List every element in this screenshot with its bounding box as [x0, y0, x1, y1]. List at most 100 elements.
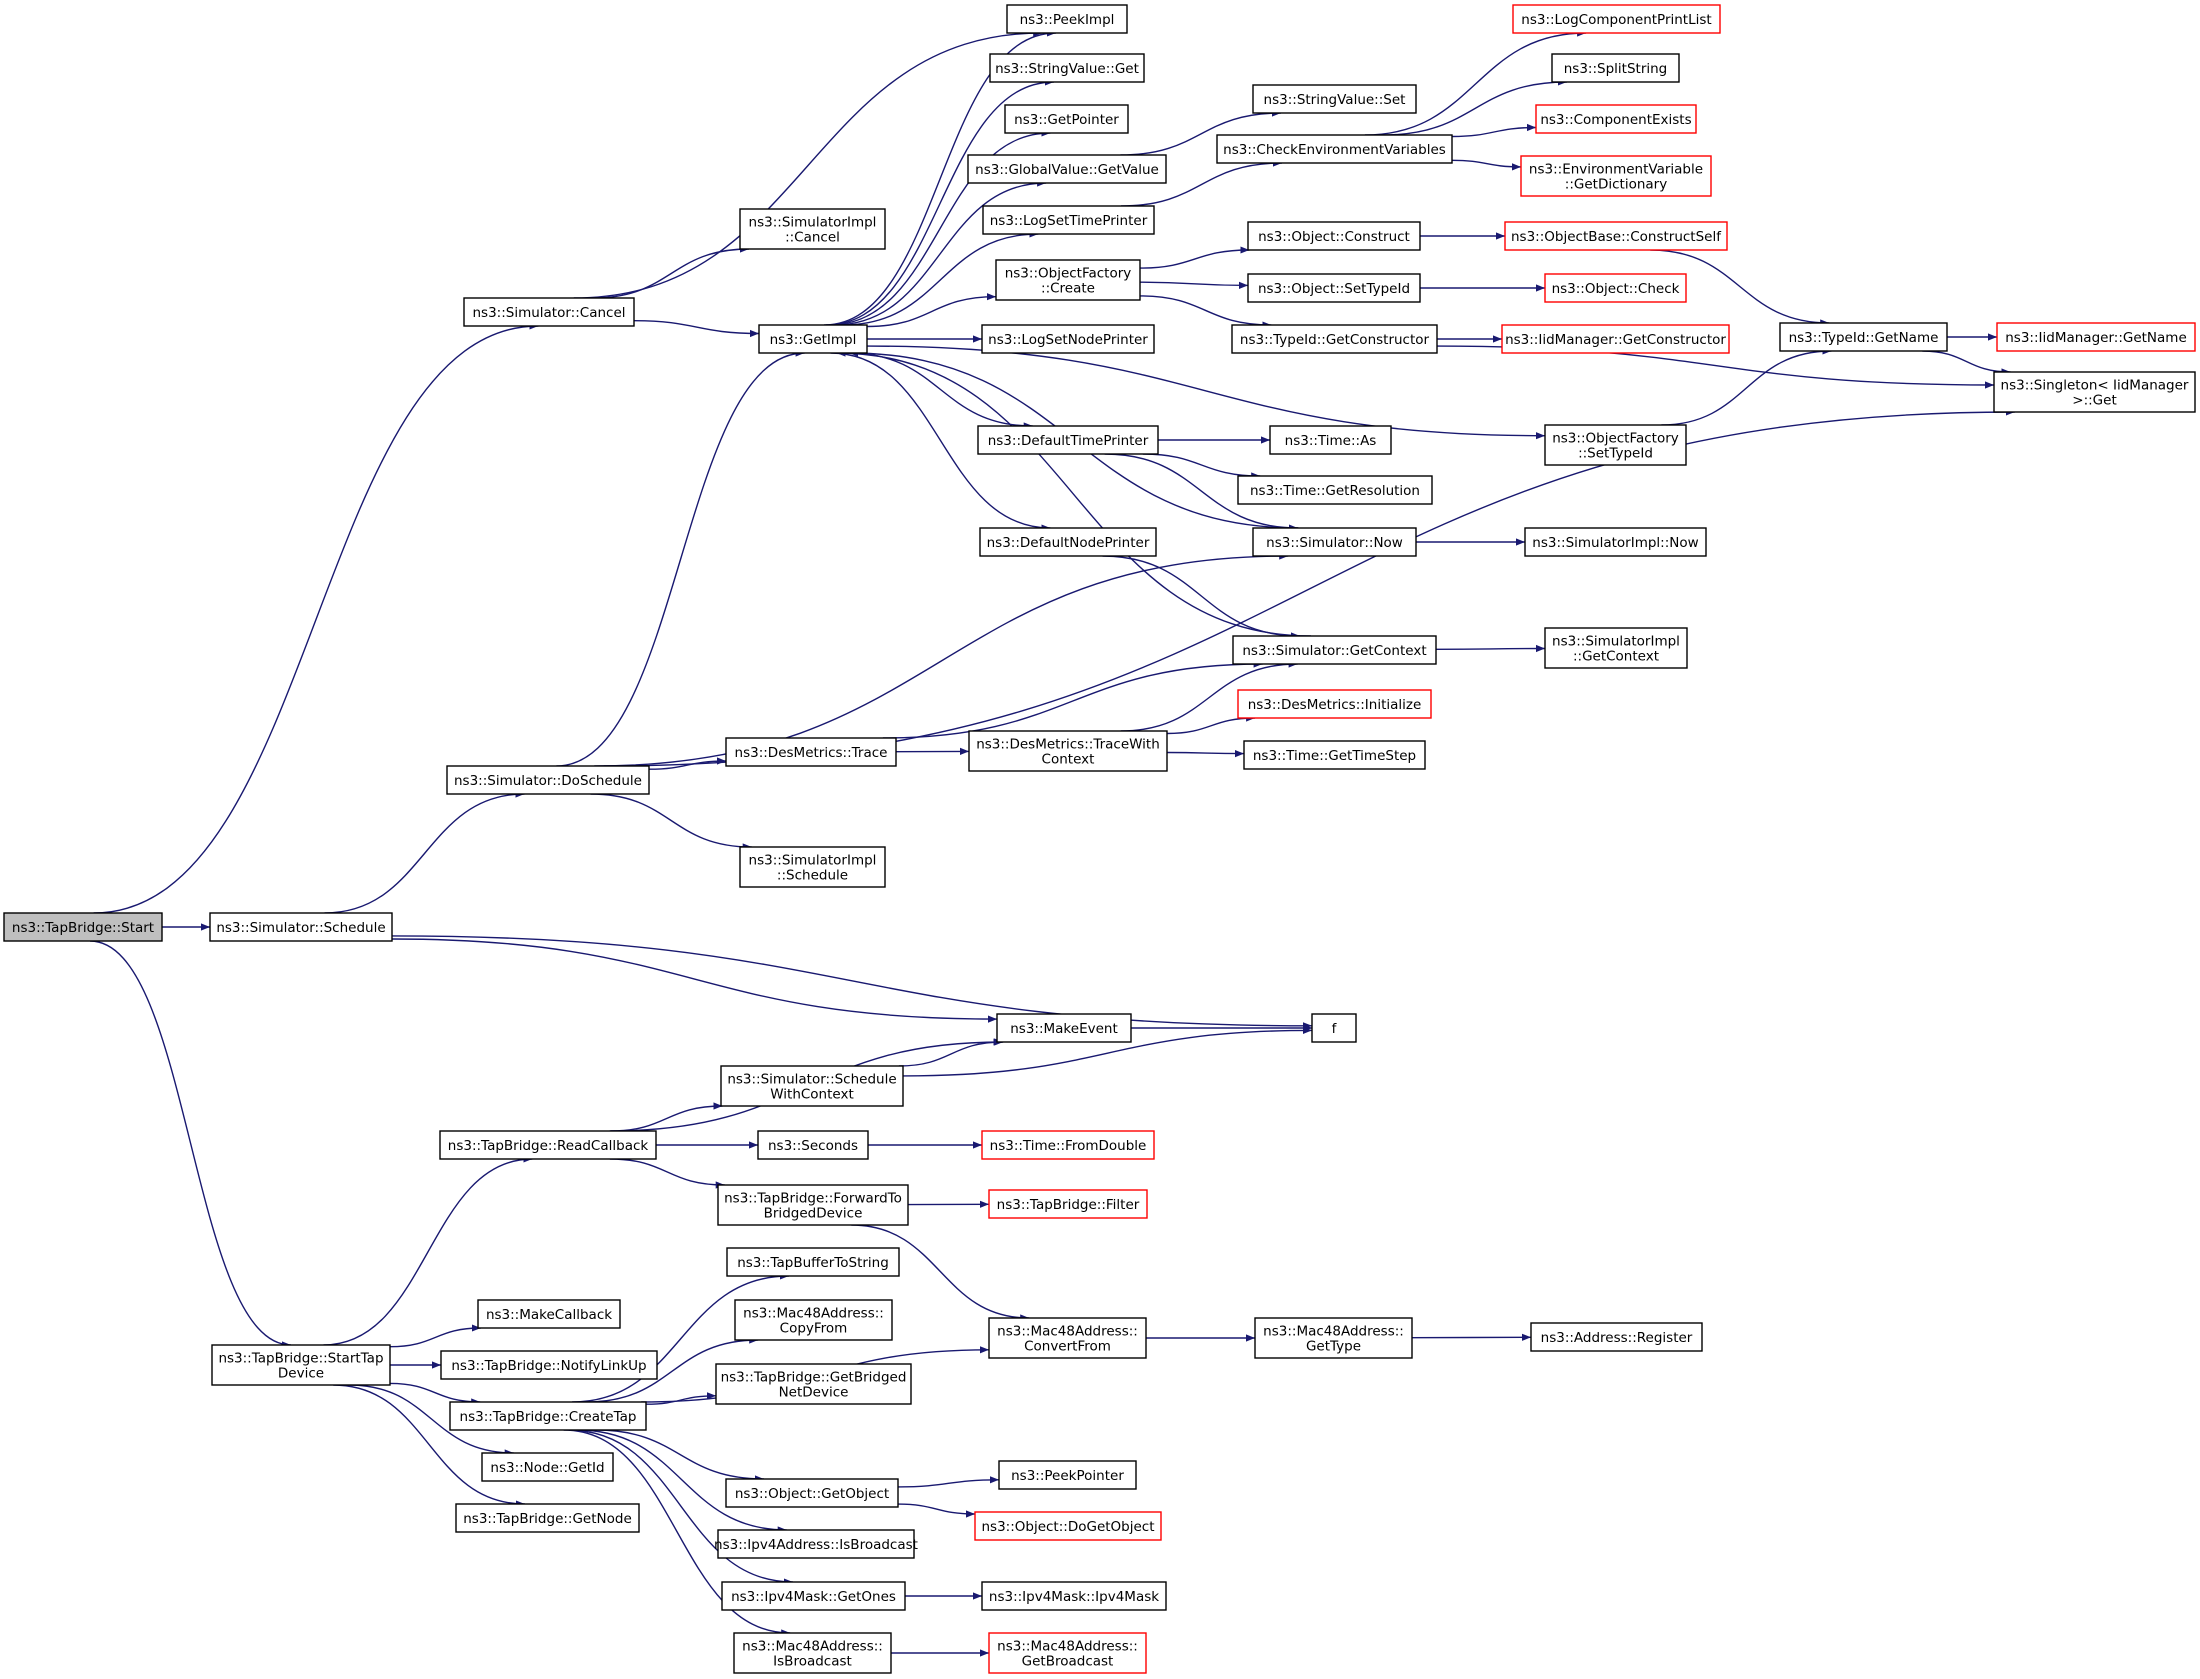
- node-getobject-box[interactable]: [725, 1478, 899, 1508]
- node-readcallback-box[interactable]: [439, 1130, 657, 1160]
- node-deftimeprinter-box[interactable]: [977, 425, 1159, 455]
- node-mac48gettype[interactable]: ns3::Mac48Address::GetType: [1254, 1317, 1413, 1359]
- node-typeidgetname[interactable]: ns3::TypeId::GetName: [1779, 322, 1948, 352]
- node-simnow[interactable]: ns3::Simulator::Now: [1252, 527, 1417, 557]
- node-implcancel[interactable]: ns3::SimulatorImpl::Cancel: [739, 208, 886, 250]
- node-constructself[interactable]: ns3::ObjectBase::ConstructSelf: [1504, 221, 1728, 251]
- node-logsetnode-box[interactable]: [981, 324, 1155, 354]
- node-ipv4ones-box[interactable]: [721, 1581, 906, 1611]
- node-timegetres[interactable]: ns3::Time::GetResolution: [1237, 475, 1433, 505]
- node-singletonget-box[interactable]: [1993, 371, 2196, 413]
- node-forwardto-box[interactable]: [717, 1184, 909, 1226]
- node-desinit-box[interactable]: [1237, 689, 1432, 719]
- node-objcheck-box[interactable]: [1544, 273, 1687, 303]
- node-ipv4bcast-box[interactable]: [717, 1529, 915, 1559]
- node-objsettypeid[interactable]: ns3::Object::SetTypeId: [1247, 273, 1421, 303]
- node-singletonget[interactable]: ns3::Singleton< IidManager >::Get: [1993, 371, 2196, 413]
- node-timeas[interactable]: ns3::Time::As: [1269, 425, 1392, 455]
- node-schedule-box[interactable]: [209, 912, 393, 942]
- node-logsetnode[interactable]: ns3::LogSetNodePrinter: [981, 324, 1155, 354]
- node-implgetctx-box[interactable]: [1544, 627, 1688, 669]
- node-notifylinkup-box[interactable]: [440, 1350, 658, 1380]
- node-compexists[interactable]: ns3::ComponentExists: [1535, 104, 1697, 134]
- node-tapbuffer-box[interactable]: [726, 1247, 900, 1277]
- node-typeidgetname-box[interactable]: [1779, 322, 1948, 352]
- node-objconstruct[interactable]: ns3::Object::Construct: [1247, 221, 1421, 251]
- node-gettimestep-box[interactable]: [1243, 740, 1426, 770]
- node-constructself-box[interactable]: [1504, 221, 1728, 251]
- node-implgetctx[interactable]: ns3::SimulatorImpl::GetContext: [1544, 627, 1688, 669]
- node-compexists-box[interactable]: [1535, 104, 1697, 134]
- node-seconds[interactable]: ns3::Seconds: [757, 1130, 869, 1160]
- node-iidgetctor[interactable]: ns3::IidManager::GetConstructor: [1501, 324, 1730, 354]
- node-mac48convert-box[interactable]: [988, 1317, 1147, 1359]
- node-typeidgetctor[interactable]: ns3::TypeId::GetConstructor: [1231, 324, 1438, 354]
- node-implnow[interactable]: ns3::SimulatorImpl::Now: [1524, 527, 1707, 557]
- node-desinit[interactable]: ns3::DesMetrics::Initialize: [1237, 689, 1432, 719]
- node-addrregister-box[interactable]: [1530, 1322, 1703, 1352]
- node-splitstring[interactable]: ns3::SplitString: [1551, 53, 1680, 83]
- node-tapbuffer[interactable]: ns3::TapBufferToString: [726, 1247, 900, 1277]
- node-implschedule-box[interactable]: [739, 846, 886, 888]
- node-destrace[interactable]: ns3::DesMetrics::Trace: [725, 737, 897, 767]
- node-peekimpl-box[interactable]: [1006, 4, 1128, 34]
- node-peekpointer[interactable]: ns3::PeekPointer: [998, 1460, 1137, 1490]
- node-ipv4mask[interactable]: ns3::Ipv4Mask::Ipv4Mask: [981, 1581, 1167, 1611]
- node-getobject[interactable]: ns3::Object::GetObject: [725, 1478, 899, 1508]
- node-getpointer-box[interactable]: [1004, 104, 1129, 134]
- node-filter[interactable]: ns3::TapBridge::Filter: [988, 1189, 1148, 1219]
- node-gvgetvalue-box[interactable]: [967, 154, 1167, 184]
- node-readcallback[interactable]: ns3::TapBridge::ReadCallback: [439, 1130, 657, 1160]
- node-logcomplist[interactable]: ns3::LogComponentPrintList: [1512, 4, 1721, 34]
- node-ofcreate[interactable]: ns3::ObjectFactory::Create: [995, 259, 1141, 301]
- node-seconds-box[interactable]: [757, 1130, 869, 1160]
- node-mac48getbcast-box[interactable]: [988, 1632, 1147, 1674]
- node-simgetctx-box[interactable]: [1232, 635, 1437, 665]
- node-defnodeprinter-box[interactable]: [979, 527, 1157, 557]
- node-logsettime[interactable]: ns3::LogSetTimePrinter: [982, 205, 1155, 235]
- node-peekpointer-box[interactable]: [998, 1460, 1137, 1490]
- node-implcancel-box[interactable]: [739, 208, 886, 250]
- node-iidgetname-box[interactable]: [1996, 322, 2196, 352]
- node-simgetctx[interactable]: ns3::Simulator::GetContext: [1232, 635, 1437, 665]
- node-f[interactable]: f: [1311, 1013, 1357, 1043]
- node-schedule[interactable]: ns3::Simulator::Schedule: [209, 912, 393, 942]
- node-getbridged-box[interactable]: [715, 1363, 912, 1405]
- node-schedwithctx-box[interactable]: [720, 1065, 904, 1107]
- node-createtap-box[interactable]: [449, 1401, 647, 1431]
- node-nodegetid[interactable]: ns3::Node::GetId: [481, 1452, 614, 1482]
- node-ofsettypeid-box[interactable]: [1544, 424, 1687, 466]
- node-envgetdict-box[interactable]: [1520, 155, 1712, 197]
- node-gettimestep[interactable]: ns3::Time::GetTimeStep: [1243, 740, 1426, 770]
- node-iidgetctor-box[interactable]: [1501, 324, 1730, 354]
- node-logcomplist-box[interactable]: [1512, 4, 1721, 34]
- node-mac48copy-box[interactable]: [734, 1299, 893, 1341]
- node-start-box[interactable]: [3, 912, 163, 942]
- node-mac48getbcast[interactable]: ns3::Mac48Address::GetBroadcast: [988, 1632, 1147, 1674]
- node-envgetdict[interactable]: ns3::EnvironmentVariable::GetDictionary: [1520, 155, 1712, 197]
- node-getpointer[interactable]: ns3::GetPointer: [1004, 104, 1129, 134]
- node-strget-box[interactable]: [989, 53, 1145, 83]
- node-simnow-box[interactable]: [1252, 527, 1417, 557]
- node-starttapdevice-box[interactable]: [211, 1344, 391, 1386]
- node-timegetres-box[interactable]: [1237, 475, 1433, 505]
- node-iidgetname[interactable]: ns3::IidManager::GetName: [1996, 322, 2196, 352]
- node-addrregister[interactable]: ns3::Address::Register: [1530, 1322, 1703, 1352]
- node-dogetobject[interactable]: ns3::Object::DoGetObject: [974, 1511, 1162, 1541]
- node-ofcreate-box[interactable]: [995, 259, 1141, 301]
- node-objconstruct-box[interactable]: [1247, 221, 1421, 251]
- node-dogetobject-box[interactable]: [974, 1511, 1162, 1541]
- node-implnow-box[interactable]: [1524, 527, 1707, 557]
- node-ipv4mask-box[interactable]: [981, 1581, 1167, 1611]
- node-defnodeprinter[interactable]: ns3::DefaultNodePrinter: [979, 527, 1157, 557]
- node-getimpl[interactable]: ns3::GetImpl: [758, 324, 868, 354]
- node-makeevent[interactable]: ns3::MakeEvent: [996, 1013, 1132, 1043]
- node-makeevent-box[interactable]: [996, 1013, 1132, 1043]
- node-mac48convert[interactable]: ns3::Mac48Address::ConvertFrom: [988, 1317, 1147, 1359]
- node-tracewithctx-box[interactable]: [968, 730, 1168, 772]
- node-timeas-box[interactable]: [1269, 425, 1392, 455]
